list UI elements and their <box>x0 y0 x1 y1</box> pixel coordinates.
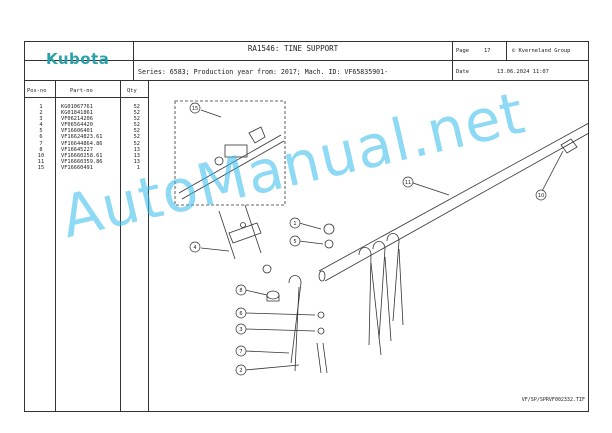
callout-7: 7 <box>239 349 242 355</box>
date-value: 13.06.2024 11:07 <box>497 69 549 75</box>
pos-cell: 1 <box>39 104 43 110</box>
qty-cell: 13 <box>133 158 140 165</box>
qty-cell: 13 <box>133 152 140 159</box>
drawing-reference: VF/SP/SPRVF002332.TIF <box>521 397 585 403</box>
qty-cell: 52 <box>133 128 140 135</box>
pos-cell: 3 <box>39 116 43 123</box>
qty-cell: 1 <box>136 164 140 171</box>
pos-cell: 6 <box>39 134 43 141</box>
callout-5: 5 <box>293 239 296 245</box>
qty-cell: 13 <box>133 146 140 153</box>
qty-cell: 52 <box>133 134 140 141</box>
part-cell: VF06214206 <box>61 116 93 123</box>
callout-3: 3 <box>239 327 242 333</box>
qty-cell: 52 <box>133 110 140 117</box>
callout-2: 2 <box>239 368 242 374</box>
callout-1: 1 <box>293 221 296 227</box>
pos-cell: 5 <box>39 128 43 135</box>
column-header-part: Part-no <box>70 88 93 94</box>
pos-cell: 8 <box>39 146 43 153</box>
callout-6: 6 <box>239 311 242 317</box>
qty-cell: 52 <box>133 116 140 123</box>
qty-cell: 52 <box>133 122 140 129</box>
pos-cell: 2 <box>39 110 43 117</box>
part-cell: VF16660258.61 <box>61 152 103 159</box>
part-cell: VF16660491 <box>61 164 93 171</box>
date-label: Date <box>456 69 469 75</box>
callout-4: 4 <box>193 245 196 251</box>
part-cell: KG01841861 <box>61 110 93 117</box>
pos-cell: 4 <box>39 122 43 129</box>
kubota-logo: Kubota <box>46 50 110 68</box>
part-cell: VF16645227 <box>61 146 93 153</box>
pos-cell: 10 <box>37 152 45 159</box>
part-cell: VF06564420 <box>61 122 93 129</box>
copyright-text: © Kverneland Group <box>512 48 571 54</box>
page-number: 17 <box>484 48 491 54</box>
series-line: Series: 6583; Production year from: 2017… <box>138 68 389 76</box>
pos-cell: 7 <box>39 140 43 147</box>
callout-8: 8 <box>239 288 242 294</box>
part-cell: VF16660359.86 <box>61 158 103 165</box>
callout-11: 11 <box>405 180 411 186</box>
qty-cell: 52 <box>133 140 140 147</box>
part-cell: VF16624823.61 <box>61 134 103 141</box>
callout-15: 15 <box>192 106 198 112</box>
qty-cell: 52 <box>133 104 140 110</box>
part-cell: VF16644864.86 <box>61 140 103 147</box>
page-title: RA1546: TINE SUPPORT <box>247 44 339 53</box>
page-label: Page <box>456 48 469 54</box>
page-frame <box>24 41 589 412</box>
column-header-pos: Pos-no <box>27 88 47 94</box>
callout-10: 10 <box>538 193 544 199</box>
exploded-view-drawing: 15 4 1 5 11 10 6 8 3 2 7 <box>174 100 589 376</box>
pos-cell: 15 <box>37 164 45 171</box>
pos-cell: 11 <box>37 158 45 165</box>
part-cell: KG01067761 <box>61 104 93 110</box>
part-cell: VF16606401 <box>61 128 93 135</box>
column-header-qty: Qty <box>127 88 137 94</box>
